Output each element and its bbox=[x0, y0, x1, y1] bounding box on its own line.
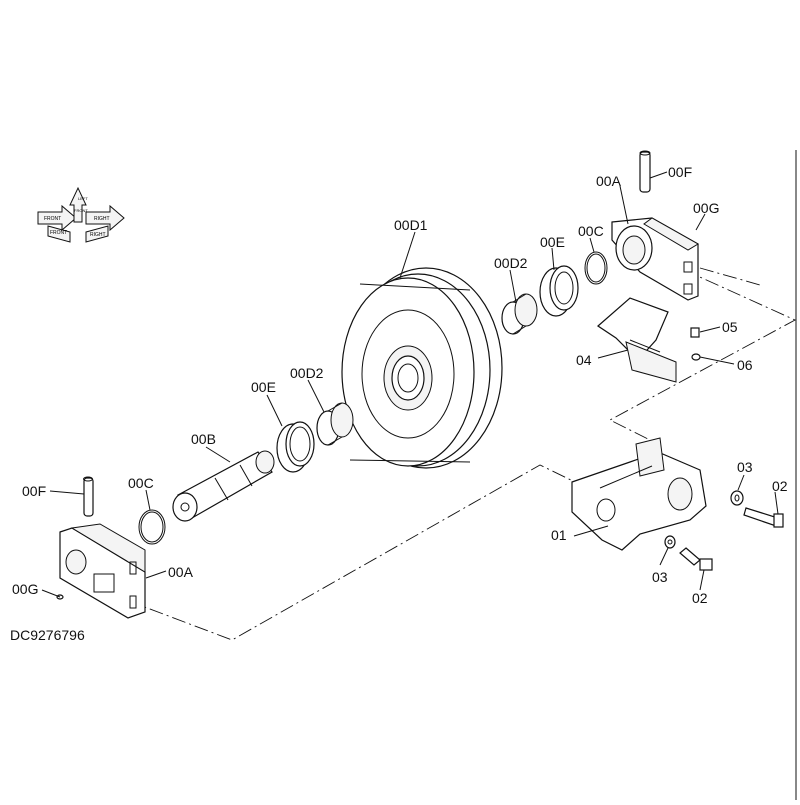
callout-00G: 00G bbox=[12, 581, 38, 597]
bushing-left bbox=[316, 402, 354, 446]
small-washer bbox=[691, 353, 701, 361]
orientation-label: FRONT bbox=[74, 208, 88, 213]
bushing-right bbox=[501, 293, 538, 335]
callout-00D1: 00D1 bbox=[394, 217, 428, 233]
pin-left bbox=[83, 476, 94, 517]
o-ring-left bbox=[138, 509, 166, 545]
leader-lines bbox=[41, 171, 779, 598]
callout-00C: 00C bbox=[578, 223, 604, 239]
callout-05: 05 bbox=[722, 319, 738, 335]
shaft bbox=[172, 450, 275, 522]
callout-00E: 00E bbox=[540, 234, 565, 250]
idler-bracket bbox=[571, 437, 707, 551]
callout-00G: 00G bbox=[693, 200, 719, 216]
callout-02: 02 bbox=[692, 590, 708, 606]
orientation-label: FRONT bbox=[44, 216, 61, 222]
orientation-label: LEFT bbox=[78, 196, 88, 201]
bolt-right bbox=[743, 507, 784, 528]
o-ring-right bbox=[584, 251, 608, 285]
bolt-bottom bbox=[679, 547, 713, 571]
bracket bbox=[597, 297, 677, 383]
callout-06: 06 bbox=[737, 357, 753, 373]
drawing-code: DC9276796 bbox=[10, 627, 85, 643]
support-block-right bbox=[611, 217, 699, 301]
small-bolt bbox=[690, 327, 700, 338]
callout-01: 01 bbox=[551, 527, 567, 543]
washer-bottom bbox=[664, 535, 676, 549]
callout-03: 03 bbox=[737, 459, 753, 475]
orientation-icon: FRONT RIGHT FRONT LEFT FRONT RIGHT bbox=[37, 186, 125, 243]
callout-00A: 00A bbox=[168, 564, 194, 580]
callout-00D2: 00D2 bbox=[290, 365, 324, 381]
floating-seal-right bbox=[539, 265, 579, 317]
callout-00B: 00B bbox=[191, 431, 216, 447]
callout-02: 02 bbox=[772, 478, 788, 494]
washer-right bbox=[730, 490, 744, 506]
callout-04: 04 bbox=[576, 352, 592, 368]
idler-wheel bbox=[341, 267, 503, 469]
support-block-left bbox=[59, 523, 146, 619]
callout-00E: 00E bbox=[251, 379, 276, 395]
orientation-label: RIGHT bbox=[90, 232, 106, 238]
callout-00C: 00C bbox=[128, 475, 154, 491]
orientation-label: RIGHT bbox=[94, 216, 110, 222]
orientation-label: FRONT bbox=[50, 230, 67, 236]
callout-00A: 00A bbox=[596, 173, 622, 189]
callout-03: 03 bbox=[652, 569, 668, 585]
pin-right bbox=[639, 150, 651, 193]
callout-00F: 00F bbox=[22, 483, 46, 499]
floating-seal-left bbox=[276, 421, 315, 473]
callout-00F: 00F bbox=[668, 164, 692, 180]
callout-00D2: 00D2 bbox=[494, 255, 528, 271]
